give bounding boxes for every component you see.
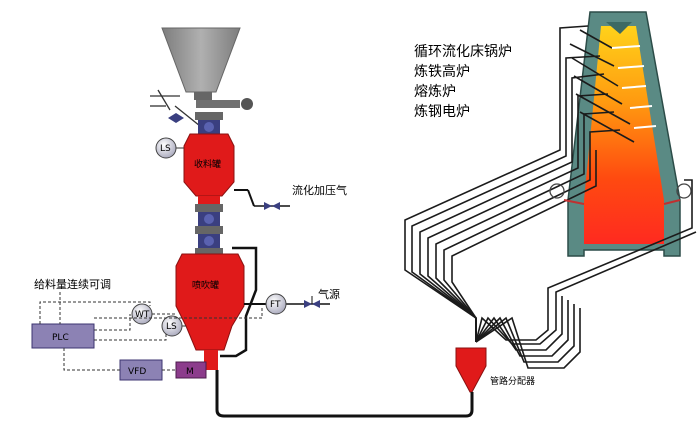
middle-dome-valve	[195, 204, 223, 234]
furnace-flame	[584, 26, 664, 244]
gas-source-line: 气源	[244, 287, 340, 308]
upper-vessel: 收料罐	[183, 133, 235, 204]
lower-dome-valve	[195, 234, 223, 254]
furnace-type-1: 循环流化床锅炉	[414, 44, 512, 60]
ls-lower-label: LS	[166, 322, 177, 332]
furnace-type-list: 循环流化床锅炉 炼铁高炉 熔炼炉 炼钢电炉	[414, 44, 512, 120]
fluidizing-gas-line: 流化加压气	[234, 183, 347, 210]
fluid-gas-label: 流化加压气	[292, 183, 347, 197]
feed-control-label: 给料量连续可调	[34, 277, 111, 291]
distributor-label: 管路分配器	[490, 375, 535, 387]
wt-instrument: WT	[131, 303, 153, 325]
feed-hopper	[161, 27, 253, 110]
conveying-pipe-bundle	[404, 25, 697, 369]
motor-label: M	[186, 367, 194, 377]
ft-label: FT	[270, 300, 281, 310]
wt-label: WT	[135, 310, 150, 320]
lower-vessel: 喷吹罐	[175, 253, 245, 370]
upper-vessel-label: 收料罐	[194, 158, 221, 170]
vfd-label: VFD	[128, 367, 146, 377]
ls-upper-label: LS	[160, 144, 171, 154]
lower-vessel-label: 喷吹罐	[192, 279, 219, 291]
ls-lower-instrument: LS	[161, 315, 186, 337]
plc-box: PLC	[31, 323, 95, 349]
furnace-side-lances	[611, 45, 657, 129]
vfd-box: VFD	[119, 359, 163, 381]
motor: M	[175, 361, 207, 379]
furnace-tuyeres	[549, 183, 692, 205]
furnace-type-3: 熔炼炉	[414, 84, 456, 100]
signal-lines	[39, 292, 263, 371]
loop-line	[220, 246, 258, 358]
furnace-lances	[569, 29, 635, 143]
gas-source-label: 气源	[318, 287, 340, 301]
furnace-type-2: 炼铁高炉	[414, 63, 470, 80]
manual-valve	[150, 89, 201, 127]
furnace-type-4: 炼钢电炉	[414, 104, 470, 120]
ls-upper-instrument: LS	[155, 137, 184, 159]
upper-dome-valve	[195, 112, 223, 134]
main-conveying-line	[215, 370, 474, 418]
ft-instrument: FT	[265, 293, 287, 315]
inlet-valve-small	[168, 113, 184, 123]
plc-label: PLC	[52, 333, 69, 343]
